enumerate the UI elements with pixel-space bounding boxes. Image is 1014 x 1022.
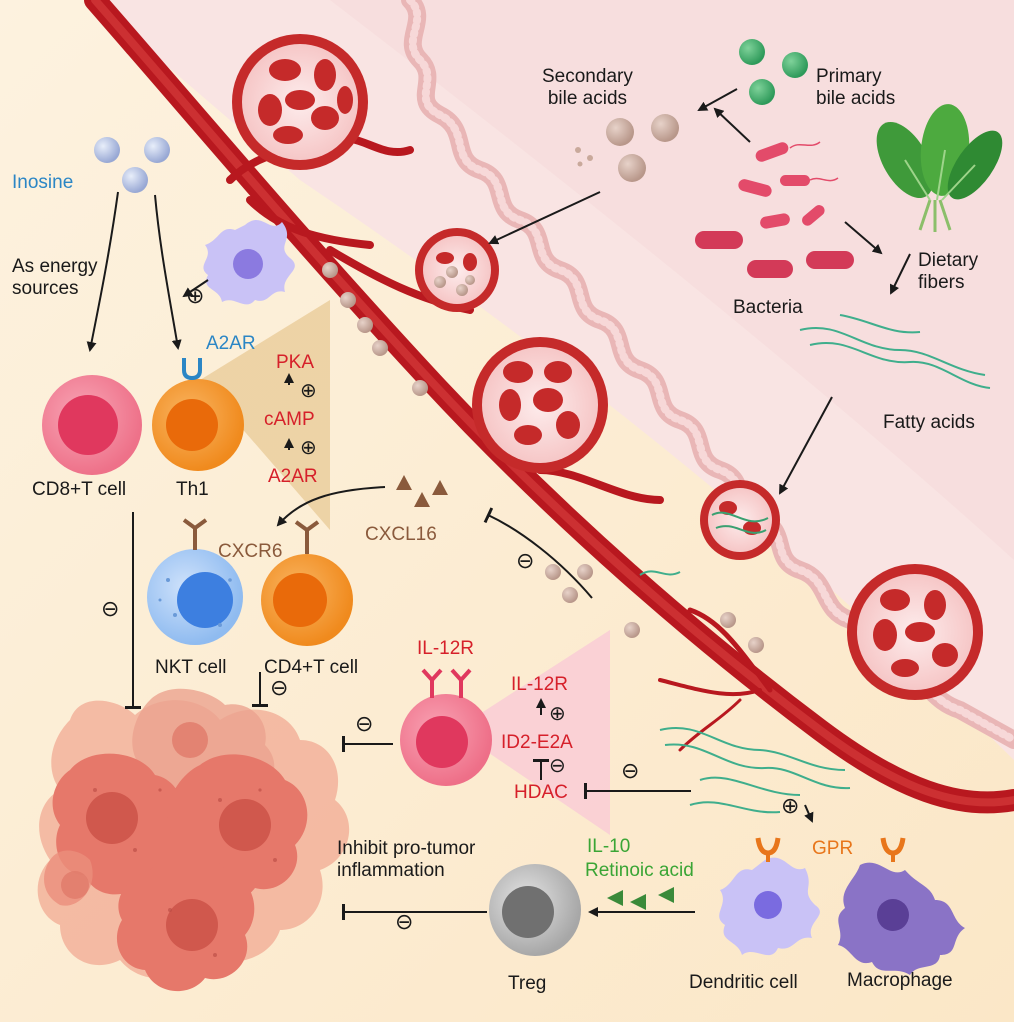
- plus-symbol-dc-th1: ⊕: [186, 283, 205, 308]
- inosine-molecules: [94, 137, 170, 193]
- th1-cascade-panel: [200, 300, 330, 530]
- pka-label: PKA: [276, 352, 315, 373]
- a2ar-cascade-label: A2AR: [268, 466, 318, 487]
- minus-symbol-hdac: ⊖: [549, 755, 566, 777]
- vessel-cross-section-3: [472, 337, 608, 473]
- inhibit-inflammation-label: Inhibit pro-tumor inflammation: [337, 838, 476, 881]
- vessel-cross-section-1: [232, 34, 368, 170]
- fatty-acid-strands: [639, 314, 991, 814]
- plus-symbol-id2: ⊕: [549, 703, 566, 725]
- a2ar-receptor-label: A2AR: [206, 333, 256, 354]
- cxcl16-molecules: [396, 475, 448, 507]
- treg-cell: [489, 864, 581, 956]
- hdac-label: HDAC: [514, 782, 568, 803]
- tumor-cells: [37, 688, 350, 992]
- dietary-fibers-label: Dietary fibers: [918, 250, 979, 293]
- bacteria-group: [695, 141, 854, 278]
- fatty-acids-label: Fatty acids: [883, 412, 975, 433]
- dendritic-cell-lower: [719, 837, 820, 956]
- minus-symbol-cxcl16: ⊖: [516, 548, 535, 573]
- minus-symbol-fatty-acid: ⊖: [621, 758, 640, 783]
- retinoic-acid-label: Retinoic acid: [585, 860, 694, 881]
- activation-arrows: [86, 88, 911, 917]
- treg-label: Treg: [508, 973, 547, 994]
- macrophage-cell: [838, 837, 965, 975]
- secondary-bile-acids-label: Secondary bile acids: [542, 66, 633, 109]
- plus-symbol-camp: ⊕: [300, 437, 317, 459]
- minus-symbol-cd8: ⊖: [101, 596, 120, 621]
- dietary-fiber-plant: [876, 104, 1003, 232]
- macrophage-label: Macrophage: [847, 970, 953, 991]
- plus-symbol-pka: ⊕: [300, 380, 317, 402]
- il12r-receptor-label: IL-12R: [417, 638, 475, 659]
- minus-symbol-il12r-tumor: ⊖: [355, 711, 374, 736]
- cd8-t-cell: [42, 375, 142, 475]
- camp-label: cAMP: [264, 409, 315, 430]
- il12r-cell: [400, 668, 492, 786]
- primary-bile-acid-molecules: [739, 39, 808, 105]
- th1-cell: [152, 358, 244, 471]
- vessel-cross-section-5: [847, 564, 983, 700]
- minus-symbol-cd4: ⊖: [270, 675, 289, 700]
- retinoic-acid-molecules: [607, 887, 674, 910]
- dendritic-cell-label: Dendritic cell: [689, 972, 798, 993]
- inhibition-lines: [125, 507, 691, 920]
- il10-label: IL-10: [587, 836, 631, 857]
- vessel-cross-section-4: [700, 480, 780, 560]
- primary-bile-acids-label: Primary bile acids: [816, 66, 896, 109]
- th1-label: Th1: [176, 479, 209, 500]
- nkt-cell: [147, 518, 243, 645]
- secondary-bile-acid-molecules: [575, 114, 679, 182]
- cxcl16-label: CXCL16: [365, 524, 437, 545]
- vessel-cross-section-2: [415, 228, 499, 312]
- energy-sources-label: As energy sources: [12, 256, 98, 299]
- cd4-t-cell: [261, 520, 353, 646]
- nkt-cell-label: NKT cell: [155, 657, 227, 678]
- cd4-t-cell-label: CD4+T cell: [264, 657, 359, 678]
- gpr-label: GPR: [812, 838, 854, 859]
- cxcr6-label: CXCR6: [218, 541, 283, 562]
- dendritic-cell-upper: [203, 220, 295, 305]
- il12r-cascade-label: IL-12R: [511, 674, 569, 695]
- inosine-label: Inosine: [12, 172, 74, 193]
- bacteria-label: Bacteria: [733, 297, 803, 318]
- plus-symbol-gpr: ⊕: [781, 793, 800, 818]
- minus-symbol-treg: ⊖: [395, 909, 414, 934]
- metabolite-beads-vessel: [322, 262, 764, 653]
- id2-e2a-label: ID2-E2A: [501, 732, 573, 753]
- il12r-cascade-panel: [455, 630, 610, 835]
- cd8-t-cell-label: CD8+T cell: [32, 479, 127, 500]
